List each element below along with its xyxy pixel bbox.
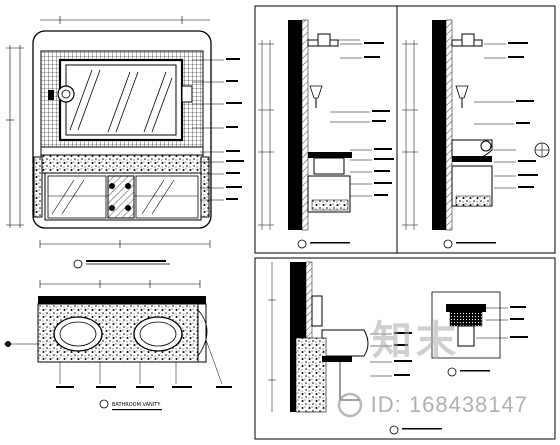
fixing-detail	[431, 291, 528, 377]
section-b	[402, 19, 550, 249]
sheet-frames	[254, 5, 556, 440]
watermark-logo-icon	[337, 392, 363, 418]
watermark-id: ID: 168438147	[370, 392, 528, 417]
vanity-plan: BATHROOM VANITY	[4, 280, 232, 411]
section-detail	[268, 261, 442, 435]
plan-caption: BATHROOM VANITY	[112, 402, 161, 408]
vanity-elevation	[6, 16, 244, 269]
section-a	[258, 19, 394, 249]
watermark-logo-text: 知末	[372, 318, 460, 364]
